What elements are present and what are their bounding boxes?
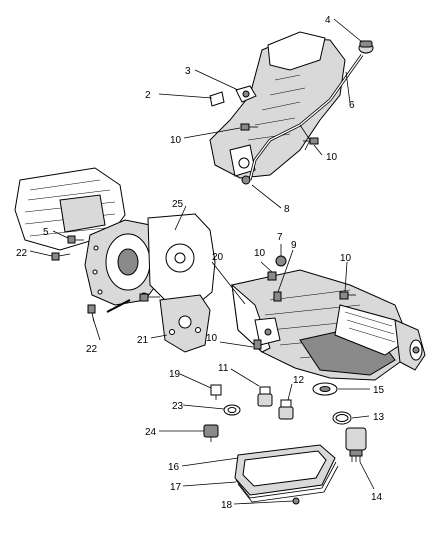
callout-17: 17 xyxy=(170,482,182,493)
callout-24: 24 xyxy=(145,427,157,438)
callout-22-lower: 22 xyxy=(86,344,98,355)
callout-20: 20 xyxy=(212,252,224,263)
callout-13: 13 xyxy=(373,412,385,423)
bolt-upper-right xyxy=(303,137,319,145)
bolt-10-lower xyxy=(253,339,262,350)
callout-10-e: 10 xyxy=(206,333,218,344)
bolt-5 xyxy=(67,235,84,244)
callout-10-a: 10 xyxy=(170,135,182,146)
vent-hose xyxy=(209,91,225,107)
callout-10-c: 10 xyxy=(254,248,266,259)
callout-7: 7 xyxy=(277,232,283,243)
callout-16: 16 xyxy=(168,462,180,473)
engine-upper-block xyxy=(209,31,346,179)
callout-6: 6 xyxy=(349,100,355,111)
callout-22-upper: 22 xyxy=(16,248,28,259)
oil-pan xyxy=(234,444,336,496)
callout-labels: 2 3 4 6 10 10 8 25 5 22 22 21 20 10 7 9 … xyxy=(16,15,385,511)
o-ring-23 xyxy=(223,404,241,416)
callout-5: 5 xyxy=(43,227,49,238)
callout-12: 12 xyxy=(293,375,305,386)
callout-10-d: 10 xyxy=(340,253,352,264)
drain-plug-18 xyxy=(292,497,300,505)
tube-bracket-bolt xyxy=(241,175,251,185)
switch-24 xyxy=(203,424,219,442)
callout-3: 3 xyxy=(185,66,191,77)
shift-lever-bracket xyxy=(254,317,281,346)
o-ring-13 xyxy=(332,411,352,425)
pan-gasket xyxy=(235,461,339,503)
callout-11: 11 xyxy=(218,363,229,374)
leader-lines xyxy=(29,18,375,505)
callout-14: 14 xyxy=(371,492,383,503)
callout-23: 23 xyxy=(172,401,184,412)
callout-9: 9 xyxy=(291,240,297,251)
bolt-10-center xyxy=(267,271,277,281)
callout-8: 8 xyxy=(284,204,290,215)
seal-15 xyxy=(312,382,338,396)
fitting-12 xyxy=(278,399,294,420)
plug-7 xyxy=(275,255,287,267)
bolt-upper-left xyxy=(240,123,258,131)
callout-4: 4 xyxy=(325,15,331,26)
engine-block xyxy=(14,167,126,251)
callout-19: 19 xyxy=(169,369,181,380)
bolt-10-right xyxy=(339,291,356,300)
callout-2: 2 xyxy=(145,90,151,101)
fitting-11 xyxy=(257,386,273,407)
callout-25: 25 xyxy=(172,199,184,210)
dipstick-cap xyxy=(358,40,374,54)
output-shaft-housing xyxy=(394,319,426,371)
bolt-22-upper xyxy=(51,252,71,261)
sensor-19 xyxy=(210,384,222,400)
adapter-plate xyxy=(159,294,211,353)
solenoid-14 xyxy=(345,427,367,462)
bolt-22-lower xyxy=(87,304,96,323)
bolt-adapter xyxy=(139,293,160,302)
callout-21: 21 xyxy=(137,335,149,346)
callout-15: 15 xyxy=(373,385,385,396)
bell-housing xyxy=(84,219,161,306)
callout-18: 18 xyxy=(221,500,233,511)
cooler-line-fitting xyxy=(235,85,257,103)
fitting-9 xyxy=(273,291,282,302)
callout-10-b: 10 xyxy=(326,152,338,163)
flex-plate-cover xyxy=(147,213,216,303)
dowel-pin xyxy=(106,299,131,313)
